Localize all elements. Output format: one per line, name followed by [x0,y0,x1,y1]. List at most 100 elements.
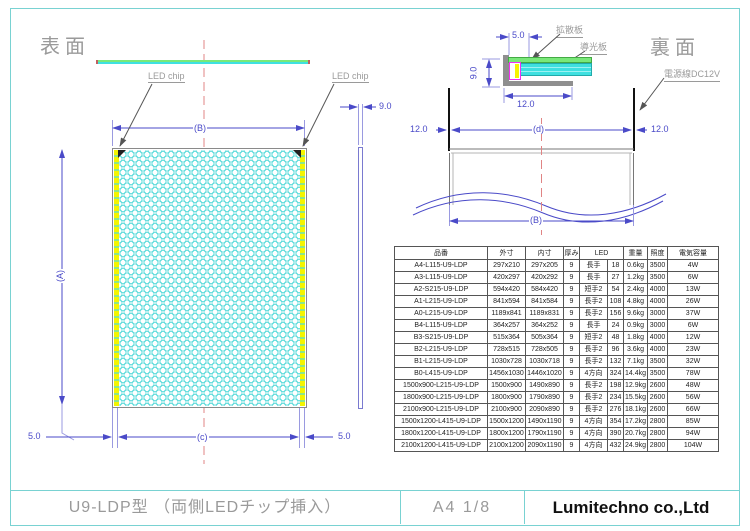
table-cell: 108 [607,295,624,308]
table-cell: 1800x900-L215-U9-LDP [394,391,488,404]
table-cell: 12W [667,331,719,344]
table-cell: 長手2 [579,343,608,356]
table-cell: 1.8kg [623,331,648,344]
table-cell: 432 [607,439,624,452]
table-cell: 66W [667,403,719,416]
table-cell: 9.6kg [623,307,648,320]
table-cell: 515x364 [487,331,526,344]
led-chip-label-right: LED chip [332,71,369,83]
table-cell: B2-L215-U9-LDP [394,343,488,356]
header-outer-size: 外寸 [487,246,526,260]
header-capacity: 電気容量 [667,246,719,260]
table-cell: 9 [563,319,580,332]
table-cell: 420x292 [525,271,564,284]
table-cell: 4000 [647,295,668,308]
table-cell: 3000 [647,319,668,332]
power-cable-label: 電源線DC12V [664,67,721,82]
table-cell: 7.1kg [623,355,648,368]
table-cell: B0-L415-U9-LDP [394,367,488,380]
table-cell: 長手 [579,259,608,272]
lightguide-label: 導光板 [580,40,608,55]
dim-label-5-left: 5.0 [27,431,42,441]
led-strip-left [114,150,119,406]
panel-side-edge-view [358,147,363,409]
table-cell: 48W [667,379,719,392]
led-strip-right [300,150,305,406]
dim-label-12-right: 12.0 [650,124,670,134]
table-cell: 1500x900 [487,379,526,392]
table-cell: 728x515 [487,343,526,356]
table-cell: 841x594 [487,295,526,308]
led-chip-section [515,64,519,78]
table-cell: 1790x890 [525,391,564,404]
table-cell: 4000 [647,283,668,296]
table-cell: 短手2 [579,283,608,296]
table-cell: 1490x1190 [525,415,564,428]
table-cell: 18.1kg [623,403,648,416]
spec-table: 品番 外寸 内寸 厚み LED 重量 照度 電気容量 A4-L115-U9-LD… [394,246,719,452]
table-cell: 9 [563,379,580,392]
table-cell: B3-S215-U9-LDP [394,331,488,344]
table-cell: 9 [563,355,580,368]
panel-top-edge-view [98,60,308,64]
dim-label-B-front: (B) [193,123,207,133]
table-cell: 297x210 [487,259,526,272]
back-view-title: 裏面 [650,37,700,59]
dim-label-12-section: 12.0 [516,99,536,109]
table-cell: 584x420 [525,283,564,296]
table-cell: 104W [667,439,719,452]
table-cell: 85W [667,415,719,428]
table-cell: 26W [667,295,719,308]
dim-label-A-front: (A) [55,269,65,283]
table-cell: 13W [667,283,719,296]
table-cell: 2100x1200-L415-U9-LDP [394,439,488,452]
diffuser-plate-section [508,57,592,63]
table-cell: 2800 [647,427,668,440]
led-chip-label-left: LED chip [148,71,185,83]
table-cell: 9 [563,403,580,416]
table-cell: 1800x1200-L415-U9-LDP [394,427,488,440]
table-cell: 56W [667,391,719,404]
honeycomb-pattern [119,150,300,406]
table-cell: 4W [667,259,719,272]
table-cell: 54 [607,283,624,296]
table-cell: 9 [563,367,580,380]
dim-label-5-right: 5.0 [337,431,352,441]
table-cell: 長手2 [579,355,608,368]
table-cell: 9 [563,391,580,404]
table-cell: 2.4kg [623,283,648,296]
header-illuminance: 照度 [647,246,668,260]
table-cell: 2600 [647,379,668,392]
table-cell: 0.6kg [623,259,648,272]
table-cell: A4-L115-U9-LDP [394,259,488,272]
table-cell: 4方向 [579,439,608,452]
table-cell: 24 [607,319,624,332]
dim-label-B-back: (B) [529,215,543,225]
table-cell: 364x252 [525,319,564,332]
drawing-border [10,8,740,526]
table-cell: 354 [607,415,624,428]
table-cell: 324 [607,367,624,380]
table-cell: 27 [607,271,624,284]
sheet-number: A4 1/8 [432,499,492,516]
table-cell: 78W [667,367,719,380]
table-cell: 15.5kg [623,391,648,404]
led-chip-mark-right [293,150,301,158]
lightguide-edge [98,62,308,64]
header-inner-size: 内寸 [525,246,564,260]
table-cell: 37W [667,307,719,320]
table-cell: 3500 [647,259,668,272]
table-cell: 505x364 [525,331,564,344]
